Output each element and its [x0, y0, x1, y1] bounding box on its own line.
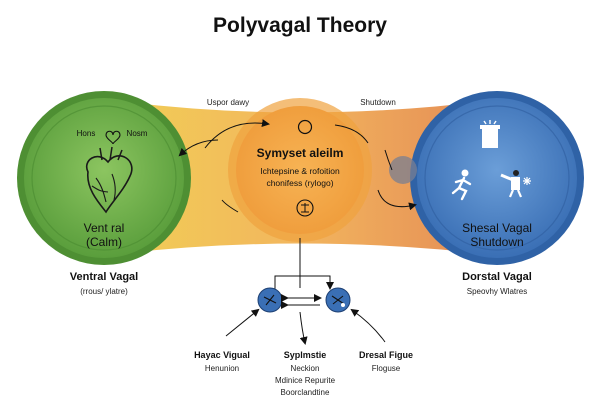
ventral-circle-ring: [31, 105, 177, 251]
arrow-left-down: [178, 139, 219, 157]
ventral-label-title: Ventral Vagal: [70, 271, 138, 283]
arrow-right-top: [334, 124, 369, 144]
bottom-col3-title: Dresal Figue: [359, 350, 413, 360]
dorsal-circle: [417, 98, 577, 258]
top-circle-icon: [297, 119, 313, 135]
node-right: [325, 287, 351, 313]
sympathetic-title: Symyset aleilm: [257, 146, 344, 160]
figure-icon: [500, 170, 523, 198]
ventral-inner-line2: (Calm): [86, 235, 122, 249]
ventral-inner-left: Hons: [77, 129, 96, 138]
dorsal-label-title: Dorstal Vagal: [462, 271, 532, 283]
bottom-col2-line1: Neckion: [291, 364, 320, 373]
top-label-left: Uspor dawy: [207, 98, 249, 107]
ventral-inner-right: Nosm: [127, 129, 148, 138]
running-person-icon: [451, 169, 472, 201]
bottom-col2-line2: Mdinice Repurite: [275, 376, 336, 385]
top-label-right: Shutdown: [360, 98, 396, 107]
sympathetic-line2: chonifess (rylogo): [266, 178, 333, 188]
ventral-label-sub: (rrous/ ylatre): [80, 287, 128, 296]
sparkle-icon: [523, 177, 531, 185]
ventral-inner-line1: Vent ral: [84, 221, 125, 235]
bottom-col1-title: Hayac Vigual: [194, 350, 250, 360]
building-icon: [480, 120, 500, 148]
heart-icon: [85, 146, 133, 214]
sympathetic-line1: Ichtepsine & rofoition: [260, 166, 340, 176]
heart-outline-icon: [105, 130, 121, 145]
node-left: [257, 287, 283, 313]
dorsal-inner-line2: Shutdown: [470, 235, 523, 249]
arrow-left-bottom: [221, 199, 239, 213]
arrow-to-col1: [225, 308, 260, 337]
ventral-circle: [24, 98, 184, 258]
dorsal-inner-line1: Shesal Vagal: [462, 221, 532, 235]
arrow-to-col3: [350, 308, 386, 343]
bottom-col1-line1: Henunion: [205, 364, 239, 373]
bottom-col3-line1: Floguse: [372, 364, 401, 373]
dorsal-circle-ring: [424, 105, 570, 251]
arrow-right-mid: [384, 149, 393, 171]
bottom-col2-title: Syplmstie: [284, 350, 327, 360]
nerve-node-icon: [296, 199, 314, 217]
overlap-node: [389, 156, 417, 184]
dorsal-label-sub: Speovhy Wlatres: [467, 287, 527, 296]
sympathetic-circle: [236, 106, 364, 234]
arrow-right-bottom: [377, 189, 417, 211]
arrow-left-top: [204, 119, 270, 149]
connector-bracket: [274, 275, 334, 290]
arrow-to-col2: [299, 311, 308, 345]
bottom-col2-line3: Boorclandtine: [281, 388, 330, 397]
page-title: Polyvagal Theory: [213, 14, 387, 37]
